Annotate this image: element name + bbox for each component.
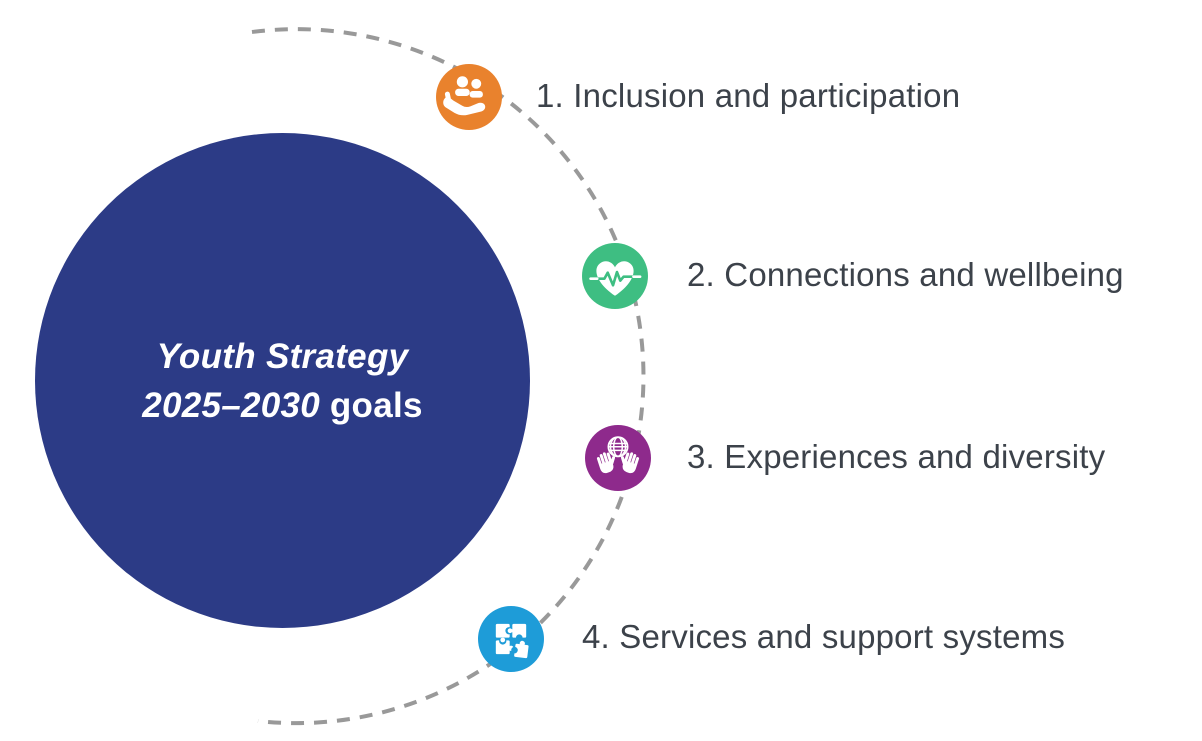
goal-2-label: 2. Connections and wellbeing (687, 256, 1124, 294)
goal-4-label: 4. Services and support systems (582, 618, 1066, 656)
goal-3-label: 3. Experiences and diversity (687, 438, 1106, 476)
people-in-hand-icon (436, 64, 502, 130)
title-line1: Youth Strategy (156, 336, 409, 376)
puzzle-pieces-icon (478, 606, 544, 672)
hands-holding-globe-icon (585, 425, 651, 491)
dashed-arc-path (251, 27, 646, 726)
heart-pulse-icon (582, 243, 648, 309)
goal-1-label: 1. Inclusion and participation (536, 77, 961, 115)
title-goals-word: goals (329, 385, 423, 425)
title-years: 2025–2030 (142, 385, 321, 425)
